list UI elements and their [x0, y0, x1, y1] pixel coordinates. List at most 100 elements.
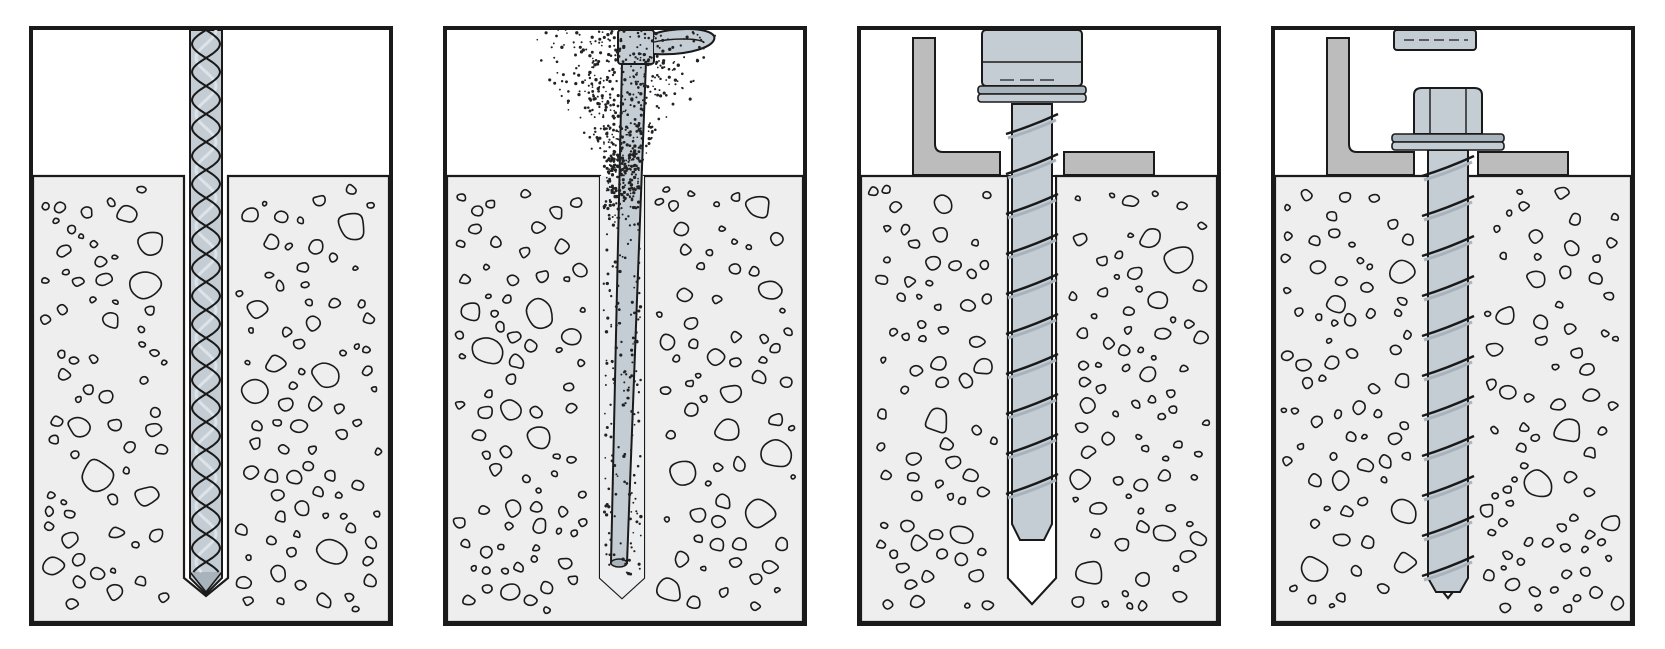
dust-particle: [613, 44, 616, 47]
dust-particle: [606, 32, 610, 37]
dust-particle: [612, 128, 615, 132]
aggregate-stone: [362, 312, 376, 325]
aggregate-stone: [128, 271, 163, 300]
aggregate-stone: [138, 341, 147, 348]
aggregate-stone: [757, 280, 783, 300]
aggregate-stone: [1563, 323, 1577, 336]
dust-particle: [618, 149, 623, 153]
dust-particle: [602, 155, 606, 159]
aggregate-stone: [567, 575, 579, 586]
dust-particle: [627, 131, 630, 134]
aggregate-stone: [504, 521, 514, 531]
aggregate-stone: [242, 596, 254, 607]
aggregate-stone: [1482, 569, 1495, 582]
dust-particle: [613, 515, 616, 518]
dust-particle: [609, 538, 613, 542]
aggregate-stone: [1334, 275, 1348, 287]
screw-thread: [1421, 154, 1475, 178]
aggregate-stone: [305, 315, 322, 332]
dust-particle: [587, 91, 591, 94]
dust-particle: [643, 32, 647, 36]
dust-particle: [649, 90, 652, 93]
screw-thread: [1421, 274, 1475, 298]
aggregate-stone: [1572, 594, 1582, 603]
dust-particle: [629, 104, 632, 107]
dust-particle: [623, 163, 626, 166]
dust-particle: [650, 56, 653, 59]
dust-particle: [603, 203, 607, 207]
screw-thread-shadow: [1007, 358, 1057, 380]
screw-thread-shadow: [1423, 520, 1473, 542]
aggregate-stone: [939, 437, 955, 451]
aggregate-stone: [1147, 291, 1169, 310]
dust-particle: [602, 35, 606, 39]
dust-particle: [633, 188, 637, 192]
aggregate-stone: [971, 424, 983, 436]
aggregate-stone: [875, 539, 887, 549]
dust-particle: [617, 54, 621, 58]
aggregate-stone: [654, 197, 665, 206]
aggregate-stone: [1152, 524, 1177, 542]
aggregate-stone: [66, 224, 77, 235]
screw-thread-shadow: [1423, 480, 1473, 502]
aggregate-stone: [264, 468, 279, 484]
dust-particle: [577, 64, 580, 67]
aggregate-stone: [275, 279, 285, 292]
aggregate-stone: [1579, 362, 1595, 376]
aggregate-stone: [1554, 300, 1564, 309]
dust-particle: [680, 72, 684, 76]
dust-particle: [626, 113, 630, 117]
dust-particle: [630, 198, 634, 202]
dust-particle: [613, 166, 616, 169]
aggregate-stone: [1368, 193, 1381, 203]
dust-particle: [626, 91, 629, 94]
aggregate-stone: [1095, 383, 1107, 395]
aggregate-stone: [265, 354, 287, 373]
dust-particle: [617, 308, 621, 311]
aggregate-stone: [1335, 592, 1346, 603]
dust-particle: [619, 173, 624, 177]
dust-particle: [602, 86, 605, 89]
aggregate-stone: [240, 378, 269, 405]
screw-thread-shadow: [1007, 198, 1057, 220]
dust-particle: [608, 164, 611, 166]
dust-particle: [605, 78, 609, 82]
aggregate-stone: [710, 514, 727, 529]
aggregate-stone: [881, 184, 891, 194]
aggregate-stone: [1161, 455, 1170, 462]
aggregate-stone: [1122, 306, 1136, 317]
dust-particle: [611, 173, 614, 176]
aggregate-stone: [56, 303, 69, 316]
aggregate-stone: [1360, 281, 1374, 293]
dust-particle: [564, 30, 567, 31]
aggregate-stone: [462, 594, 476, 606]
dust-particle: [602, 141, 605, 144]
dust-particle: [608, 563, 611, 566]
dust-particle: [639, 514, 643, 519]
dust-particle: [610, 186, 613, 189]
dust-particle: [603, 143, 605, 145]
dust-particle: [611, 265, 615, 268]
aggregate-stone: [1193, 450, 1203, 458]
aggregate-stone: [344, 592, 355, 603]
dust-particle: [639, 147, 642, 150]
aggregate-stone: [655, 577, 681, 602]
dust-particle: [591, 86, 594, 88]
aggregate-stone: [968, 569, 985, 583]
aggregate-stone: [520, 188, 532, 199]
aggregate-stone: [730, 238, 739, 245]
aggregate-stone: [495, 320, 505, 333]
aggregate-stone: [261, 200, 268, 207]
dust-particle: [604, 105, 608, 109]
dust-particle: [623, 389, 625, 392]
dust-particle: [610, 156, 613, 159]
aggregate-stone: [263, 233, 280, 251]
aggregate-stone: [688, 338, 699, 350]
aggregate-stone: [68, 356, 80, 365]
aggregate-stone: [760, 439, 793, 468]
dust-particle: [606, 124, 610, 128]
aggregate-stone: [481, 566, 491, 575]
dust-particle: [598, 37, 602, 41]
aggregate-stone: [1325, 337, 1333, 345]
aggregate-stone: [361, 365, 373, 377]
